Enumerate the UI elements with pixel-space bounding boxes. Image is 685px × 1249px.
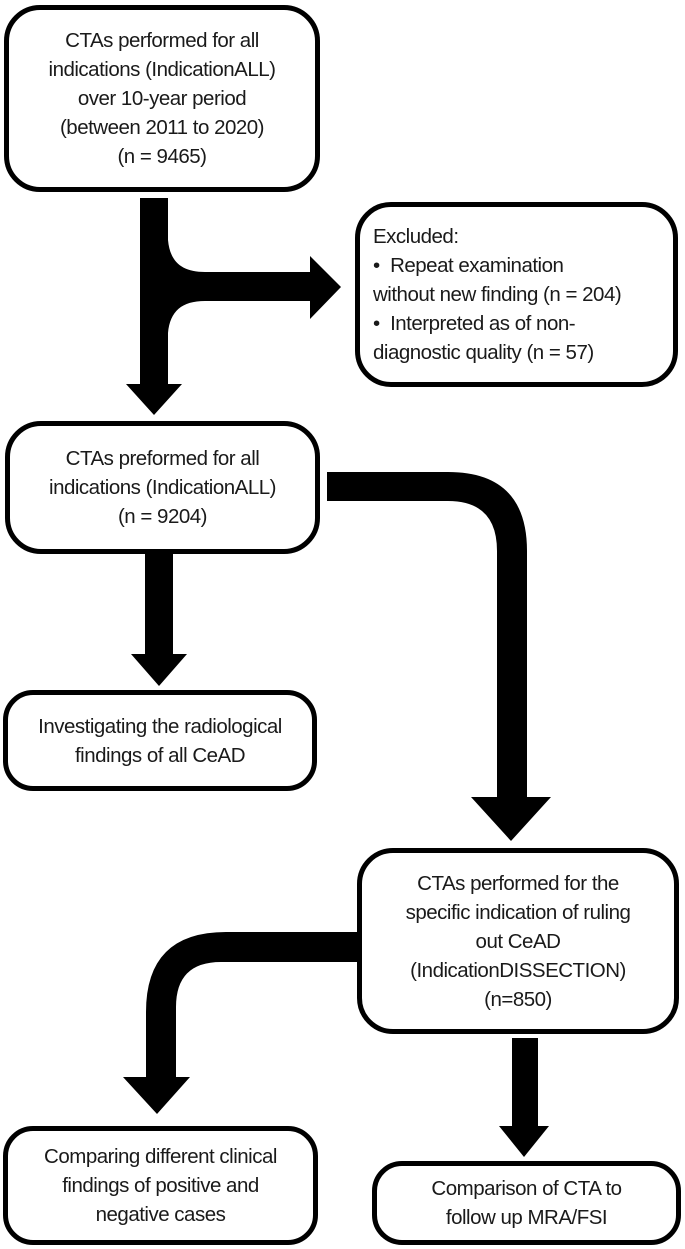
node-cta-all-initial: CTAs performed for all indications (Indi… xyxy=(4,5,320,192)
node-radiological-findings-text: Investigating the radiological findings … xyxy=(38,714,282,767)
node-excluded: Excluded: • Repeat examination without n… xyxy=(355,202,678,387)
arrow-to-excluded xyxy=(168,240,341,333)
node-excluded-text: Excluded: • Repeat examination without n… xyxy=(373,225,622,364)
node-radiological-findings: Investigating the radiological findings … xyxy=(3,690,317,791)
arrow-initial-to-after-exclusion xyxy=(126,198,182,415)
arrow-to-radiological-findings xyxy=(131,552,187,686)
node-cta-all-after-exclusion: CTAs preformed for all indications (Indi… xyxy=(5,421,320,554)
arrow-to-mra-fsi-comparison xyxy=(499,1038,549,1157)
arrow-to-clinical-comparison xyxy=(123,932,357,1114)
node-cta-mra-fsi-comparison-text: Comparison of CTA to follow up MRA/FSI xyxy=(431,1177,622,1229)
arrow-to-dissection-indication xyxy=(327,472,551,841)
node-clinical-findings-comparison-text: Comparing different clinical findings of… xyxy=(44,1145,277,1226)
node-cta-all-after-exclusion-text: CTAs preformed for all indications (Indi… xyxy=(49,447,276,528)
node-cta-all-initial-text: CTAs performed for all indications (Indi… xyxy=(48,29,276,168)
node-cta-mra-fsi-comparison: Comparison of CTA to follow up MRA/FSI xyxy=(372,1161,681,1245)
node-cta-dissection-indication-text: CTAs performed for the specific indicati… xyxy=(405,871,631,1011)
node-cta-dissection-indication: CTAs performed for the specific indicati… xyxy=(357,848,679,1034)
node-clinical-findings-comparison: Comparing different clinical findings of… xyxy=(3,1126,318,1245)
